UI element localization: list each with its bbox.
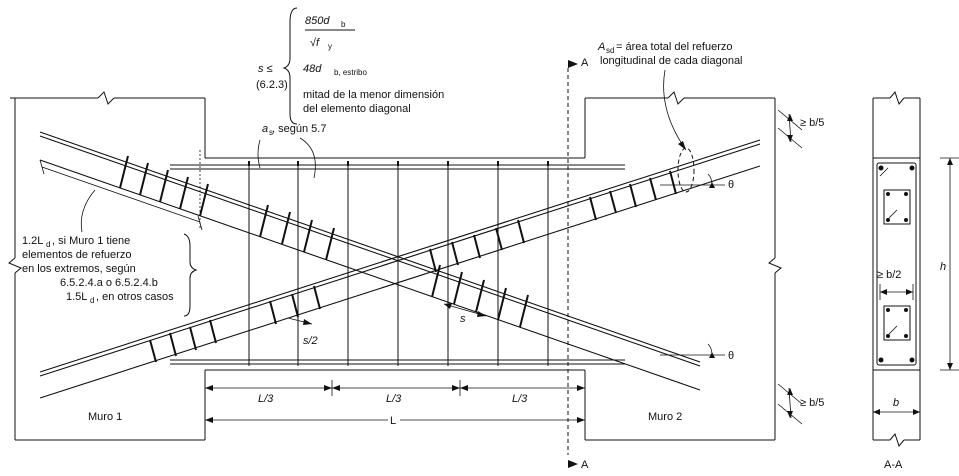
diagonal-ties-ascending (149, 170, 677, 363)
wall-left-label: Muro 1 (88, 411, 122, 423)
opt2-text: 48d (303, 63, 322, 75)
spacing-dims: s/2 s (287, 303, 487, 347)
asd-sub: sd (606, 46, 614, 55)
ld-note-line2: elementos de refuerzo (22, 249, 131, 261)
diagonal-bars-ascending (39, 139, 761, 399)
ld-note-line5sub: d (90, 296, 94, 305)
as-sub: s (269, 128, 273, 137)
spacing-formula: s ≤ (6.2.3) 850d b √f y 48d b, estribo m… (256, 7, 444, 125)
l3-label-3: L/3 (512, 393, 528, 405)
ld-note-line1sub: d (46, 240, 50, 249)
asd-section-ellipse (677, 147, 695, 193)
asd-line1: = área total del refuerzo (616, 41, 733, 53)
as-text: , según 5.7 (272, 123, 326, 135)
diagonal-ties-descending (119, 155, 529, 328)
ld-note-line5b: , en otros casos (96, 291, 174, 303)
section-cut-line (567, 60, 578, 468)
span-dims: L/3 L/3 L/3 L (204, 380, 586, 427)
opt1-numerator: 850d (305, 15, 330, 27)
cover-dims: ≥ b/5 ≥ b/5 (777, 109, 824, 425)
ld-note-line1a: 1.2L (22, 235, 43, 247)
asd-line2: longitudinal de cada diagonal (600, 55, 743, 67)
diagonal-bars-descending (39, 131, 701, 391)
opt3-line1: mitad de la menor dimensión (303, 89, 444, 101)
ld-note-line4: 6.5.2.4.a o 6.5.2.4.b (60, 277, 158, 289)
ld-note-line1b: , si Muro 1 tiene (52, 235, 130, 247)
s-label: s (460, 313, 466, 325)
wall-outline (8, 91, 782, 441)
opt2-sub: b, estribo (334, 68, 367, 77)
theta-bottom-label: θ (728, 350, 734, 362)
section-b-half-label: ≥ b/2 (877, 269, 901, 281)
l3-label-1: L/3 (258, 393, 274, 405)
section-h-label: h (940, 261, 946, 273)
l-label: L (390, 415, 396, 427)
section-b-label: b (893, 397, 899, 409)
asd-symbol: A (597, 41, 605, 53)
ld-note-line3: en los extremos, según (22, 263, 136, 275)
ld-note-brace (183, 233, 198, 317)
formula-brace (282, 7, 298, 125)
section-cut-label-bottom: A (581, 459, 589, 471)
section-a-a (872, 90, 959, 448)
development-length-dim (39, 150, 203, 233)
opt1-denominator: √f (310, 37, 320, 49)
ld-note-line5a: 1.5L (66, 291, 87, 303)
stirrup-hook-marks (248, 161, 549, 166)
s-leq-label: s ≤ (258, 63, 273, 75)
s-ref-label: (6.2.3) (256, 79, 288, 91)
s-half-label: s/2 (303, 335, 318, 347)
as-symbol: a (262, 123, 268, 135)
ld-note: 1.2L d , si Muro 1 tiene elementos de re… (22, 233, 198, 317)
b5-bottom-label: ≥ b/5 (800, 397, 824, 409)
section-cut-label-top: A (581, 57, 589, 69)
as-annotation: a s , según 5.7 (257, 123, 326, 179)
l3-label-2: L/3 (386, 393, 402, 405)
theta-top-label: θ (728, 179, 734, 191)
wall-right-label: Muro 2 (648, 411, 682, 423)
b5-top-label: ≥ b/5 (800, 117, 824, 129)
section-title: A-A (884, 459, 903, 471)
beam-stirrups (248, 163, 549, 366)
opt3-line2: del elemento diagonal (303, 103, 411, 115)
asd-annotation: A sd = área total del refuerzo longitudi… (597, 41, 743, 193)
theta-annotations: θ θ (660, 173, 734, 362)
opt1-denominator-sub: y (328, 42, 332, 51)
opt1-numerator-sub: b (341, 20, 346, 29)
